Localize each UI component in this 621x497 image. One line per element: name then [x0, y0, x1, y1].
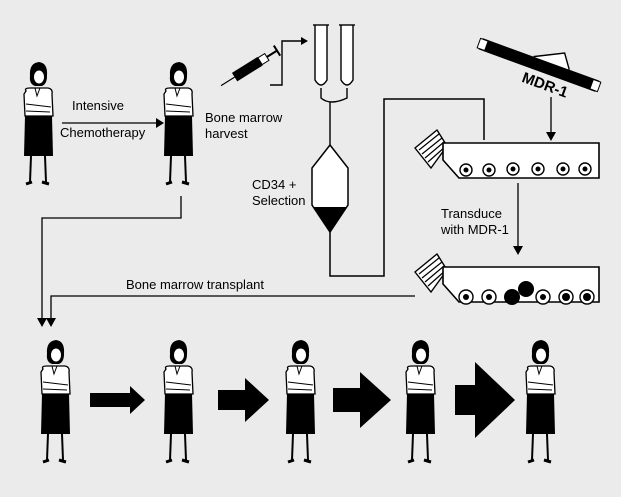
culture-dish-lower: [414, 253, 600, 305]
reinfusion-line: [41, 196, 182, 320]
label-transplant: Bone marrow transplant: [126, 277, 264, 292]
selection-column-icon: [311, 143, 349, 234]
mdr1-vector-icon: [476, 37, 602, 93]
arrow-4-icon: [455, 362, 515, 438]
label-transduce: Transduce: [441, 206, 502, 221]
label-bone-marrow: Bone marrow: [205, 110, 283, 125]
label-cd34: CD34 +: [252, 177, 296, 192]
transfer-tube: [329, 98, 485, 277]
label-selection: Selection: [252, 193, 305, 208]
label-harvest: harvest: [205, 126, 248, 141]
arrow-2-icon: [218, 378, 269, 422]
patient-figure-initial: [22, 60, 55, 186]
patient-figure-cycle-4: [404, 338, 437, 464]
harvest-line: [270, 40, 303, 86]
patient-figure-post-chemo: [162, 60, 195, 186]
transplant-line: [50, 295, 415, 320]
syringe-icon: [220, 45, 282, 87]
patient-figure-cycle-3: [284, 338, 317, 464]
arrow-3-icon: [333, 372, 391, 428]
culture-dish-upper: [414, 129, 600, 179]
label-chemotherapy: Chemotherapy: [60, 125, 146, 140]
label-with-mdr1: with MDR-1: [440, 222, 509, 237]
test-tubes-icon: [313, 24, 355, 103]
patient-figure-cycle-2: [162, 338, 195, 464]
patient-figure-cycle-1: [39, 338, 72, 464]
patient-figure-cycle-5: [524, 338, 557, 464]
arrow-1-icon: [90, 386, 145, 414]
label-intensive: Intensive: [72, 98, 124, 113]
